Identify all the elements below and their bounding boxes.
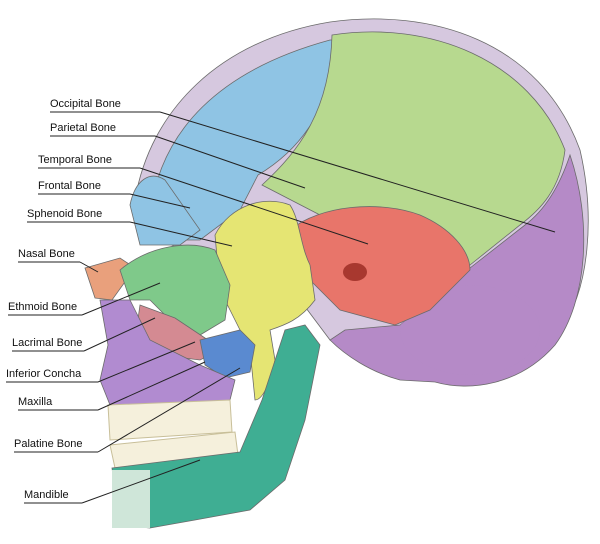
sphenoid-bone-region <box>214 200 316 401</box>
leader-lacrimal-2 <box>83 317 156 352</box>
leader-palatine-2 <box>97 367 241 453</box>
mandible-cut-edge <box>112 470 150 528</box>
label-occipital-bone: Occipital Bone <box>50 98 121 110</box>
frontal-orbital-region <box>129 175 201 246</box>
leader-occipital-2 <box>159 111 556 233</box>
leader-parietal-2 <box>154 135 306 189</box>
leader-maxilla-2 <box>97 361 206 411</box>
leader-ethmoid-2 <box>81 282 161 316</box>
label-inferior-concha: Inferior Concha <box>6 368 82 380</box>
label-sphenoid-bone: Sphenoid Bone <box>27 208 103 220</box>
leader-frontal-2 <box>129 193 191 209</box>
label-parietal-bone: Parietal Bone <box>50 122 117 134</box>
leader-lines <box>6 111 556 504</box>
label-palatine-bone: Palatine Bone <box>14 438 83 450</box>
label-maxilla: Maxilla <box>18 396 53 408</box>
leader-mandible-2 <box>81 459 201 504</box>
label-lacrimal-bone: Lacrimal Bone <box>12 337 83 349</box>
label-ethmoid-bone: Ethmoid Bone <box>8 301 78 313</box>
leader-nasal-2 <box>79 261 99 273</box>
leader-concha-2 <box>97 341 196 383</box>
parietal-bone-region <box>261 31 566 266</box>
label-frontal-bone: Frontal Bone <box>38 180 101 192</box>
leader-sphenoid-2 <box>129 221 233 247</box>
label-temporal-bone: Temporal Bone <box>38 154 112 166</box>
palatine-bone-region <box>199 329 256 379</box>
label-nasal-bone: Nasal Bone <box>18 248 75 260</box>
temporal-bone-region <box>289 206 471 326</box>
temporal-meatus <box>343 263 367 281</box>
occipital-fossa <box>400 285 540 375</box>
label-mandible: Mandible <box>24 489 69 501</box>
leader-temporal-2 <box>139 167 369 245</box>
